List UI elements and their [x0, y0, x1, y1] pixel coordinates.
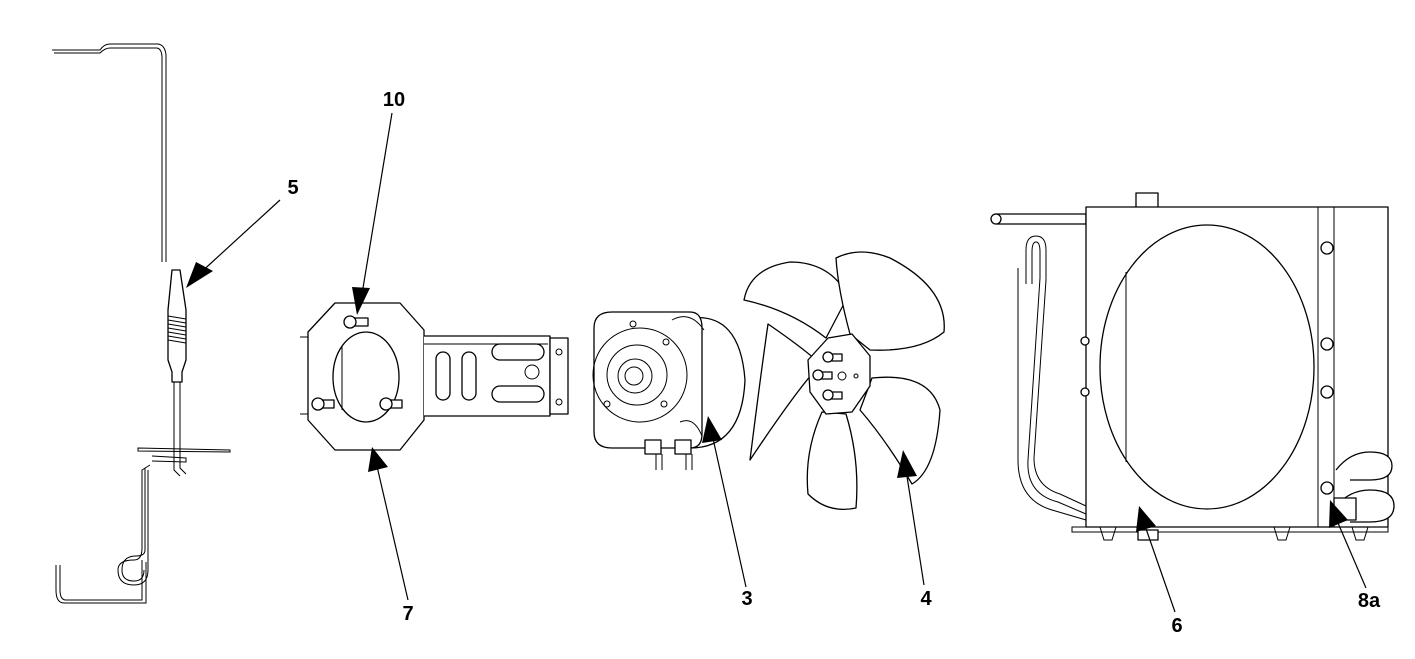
callout-label-10: 10: [383, 89, 405, 111]
callout-leaders: [186, 112, 1367, 613]
screw: [311, 397, 335, 411]
screw: [822, 389, 843, 401]
callout-label-7: 7: [402, 603, 413, 625]
mounting-bracket: [300, 302, 569, 451]
screw: [379, 397, 403, 411]
screw: [343, 315, 369, 329]
callout-label-6: 6: [1171, 615, 1182, 637]
callout-label-8a: 8a: [1358, 590, 1381, 612]
thermostat-capillary: [52, 43, 231, 604]
fan-blade: [743, 251, 945, 511]
screw: [822, 351, 843, 363]
callout-label-3: 3: [741, 588, 752, 610]
callout-label-4: 4: [920, 588, 932, 610]
screw: [812, 369, 833, 381]
condenser: [990, 192, 1395, 541]
fan-motor: [592, 311, 746, 470]
callout-label-5: 5: [287, 177, 298, 199]
